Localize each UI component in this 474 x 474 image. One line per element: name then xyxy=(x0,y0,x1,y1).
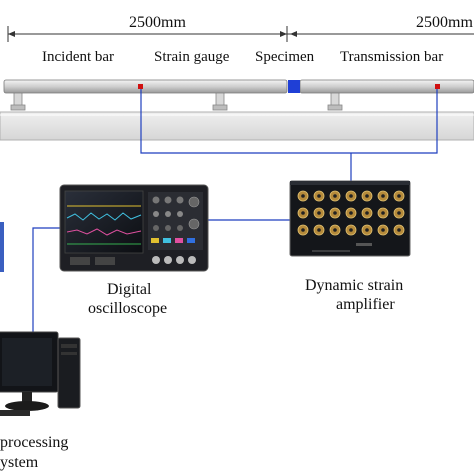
amplifier-port-pin xyxy=(397,211,401,215)
processing-label-line2: ystem xyxy=(0,454,39,471)
bar-supports xyxy=(10,91,343,111)
amplifier-port-pin xyxy=(333,228,337,232)
bench xyxy=(0,111,474,141)
amplifier-port-pin xyxy=(365,194,369,198)
processing-label-line1: processing xyxy=(0,434,69,451)
specimen xyxy=(288,80,300,93)
incident-bar-label: Incident bar xyxy=(42,49,115,65)
amplifier-port-pin xyxy=(301,194,305,198)
oscilloscope-label-line1: Digital xyxy=(107,281,152,298)
amplifier-port-pin xyxy=(365,228,369,232)
dimension-left-label: 2500mm xyxy=(129,14,186,31)
transmission-bar xyxy=(299,79,474,94)
oscilloscope-icon xyxy=(59,184,209,272)
amplifier-label-line2: amplifier xyxy=(336,296,395,313)
amplifier-port-pin xyxy=(397,194,401,198)
incident-bar xyxy=(3,79,288,94)
amplifier-label-line1: Dynamic strain xyxy=(305,277,404,294)
computer-icon xyxy=(0,331,81,416)
amplifier-port-pin xyxy=(317,211,321,215)
amplifier-port-pin xyxy=(381,211,385,215)
amplifier-port-pin xyxy=(317,228,321,232)
strain-gauge-transmission xyxy=(435,84,440,89)
strain-gauge-label: Strain gauge xyxy=(154,49,230,65)
transmission-bar-label: Transmission bar xyxy=(340,49,444,65)
amplifier-port-pin xyxy=(301,228,305,232)
amplifier-port-pin xyxy=(333,211,337,215)
amplifier-port-pin xyxy=(365,211,369,215)
signal-wires xyxy=(0,89,438,332)
amplifier-port-pin xyxy=(333,194,337,198)
amplifier-port-pin xyxy=(381,228,385,232)
dimension-right-label: 2500mm xyxy=(416,14,473,31)
dimension-line xyxy=(7,26,474,42)
amplifier-port-pin xyxy=(381,194,385,198)
amplifier-port-pin xyxy=(349,228,353,232)
strain-gauge-incident xyxy=(138,84,143,89)
strain-amplifier-icon xyxy=(289,180,411,257)
amplifier-port-pin xyxy=(301,211,305,215)
amplifier-port-pin xyxy=(349,211,353,215)
amplifier-port-pin xyxy=(397,228,401,232)
specimen-label: Specimen xyxy=(255,49,315,65)
oscilloscope-label-line2: oscilloscope xyxy=(88,300,168,317)
amplifier-port-pin xyxy=(317,194,321,198)
left-edge-device xyxy=(0,222,4,272)
amplifier-port-pin xyxy=(349,194,353,198)
